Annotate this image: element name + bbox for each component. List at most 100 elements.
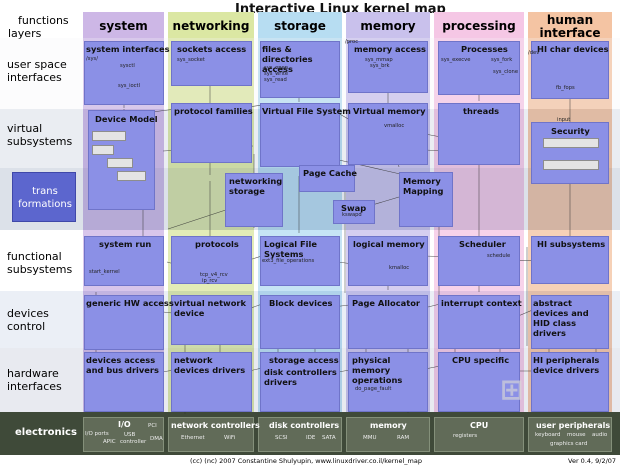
corner-layers: layers: [8, 27, 42, 40]
box-processes: [438, 41, 520, 95]
electronics-ide: IDE: [306, 435, 316, 441]
label-schedule: schedule: [487, 253, 511, 259]
label-disk-controllers-drivers: disk controllers drivers: [264, 367, 337, 387]
label-proc: /proc: [345, 39, 359, 45]
electronics-sata: SATA: [322, 435, 336, 441]
label-protocol-families: protocol families: [174, 106, 253, 116]
box-physical-memory-operations: [348, 352, 428, 412]
column-header-human-interface: human interface: [539, 13, 601, 40]
box-page-allocator: [348, 295, 428, 349]
label-logical-memory: logical memory: [353, 239, 425, 249]
box-virtual-network-device: [171, 295, 252, 345]
row-header-functional-subsystems: functional subsystems: [7, 250, 73, 276]
label-dev: /dev: [528, 50, 540, 56]
label-device-model: Device Model: [95, 114, 158, 124]
box-swap: [333, 200, 375, 224]
electronics-memory: memory: [370, 421, 407, 430]
box-hi-char-devices: [531, 41, 609, 99]
label-virtual-file-system: Virtual File System: [262, 106, 351, 116]
label-hi-char-devices: HI char devices: [537, 44, 609, 54]
electronics-ethernet: Ethernet: [181, 435, 205, 441]
electronics-controller: controller: [120, 439, 147, 445]
label-scheduler: Scheduler: [459, 239, 506, 249]
label-ip-rcv: ip_rcv: [202, 278, 218, 284]
label-generic-hw-access: generic HW access: [86, 298, 174, 308]
box-files-directories-access: [260, 41, 340, 98]
row-header-devices-control: devices control: [7, 307, 49, 333]
label-cpu-specific: CPU specific: [452, 355, 510, 365]
label-sys-brk: sys_brk: [370, 63, 390, 69]
label-storage-access: storage access: [269, 355, 339, 365]
label-sysctl: sysctl: [120, 63, 135, 69]
electronics-apic: APIC: [103, 439, 116, 445]
label-memory-mapping: Memory Mapping: [403, 176, 444, 196]
label-fb-fops: fb_fops: [556, 85, 575, 91]
box-threads: [438, 103, 520, 165]
electronics-dma: DMA: [150, 436, 163, 442]
watermark-icon: ⊞: [500, 373, 524, 406]
box-cpu-specific: [438, 352, 520, 412]
box-network-devices-drivers: [171, 352, 252, 412]
electronics-io-ports: I/O ports: [85, 431, 109, 437]
box-hi-peripherals: [531, 352, 609, 412]
footer-version: Ver 0.4, 9/2/07: [568, 457, 617, 465]
label-sockets-access: sockets access: [177, 44, 247, 54]
footer-credit: (cc) (nc) 2007 Constantine Shulyupin, ww…: [190, 457, 422, 465]
label-input: input: [557, 117, 571, 123]
box-memory-access: [348, 41, 428, 93]
label-interrupt-context: interrupt context: [441, 298, 522, 308]
electronics-network-card: [168, 417, 254, 452]
box-block-devices: [260, 295, 340, 349]
label-system-run: system run: [99, 239, 152, 249]
electronics-keyboard: keyboard: [535, 432, 561, 438]
label-start-kernel: start_kernel: [89, 269, 120, 275]
label-swap: Swap: [341, 203, 367, 213]
label-ext3-file-operations: ext3_file_operations: [262, 258, 315, 264]
label-files-directories-access: files & directories access: [262, 44, 313, 74]
electronics-mouse: mouse: [567, 432, 586, 438]
column-header-networking: networking: [172, 19, 250, 33]
small-box-subsystem: [92, 131, 126, 141]
electronics-usb: USB: [124, 432, 136, 438]
label-sys-open: sys_open: [264, 65, 289, 71]
label-networking-storage: networking storage: [229, 176, 283, 196]
box-sockets-access: [171, 41, 252, 86]
electronics-disk-controllers: disk controllers: [269, 421, 340, 430]
label-virtual-network-device: virtual network device: [174, 298, 247, 318]
label-sys: /sys/: [86, 56, 98, 62]
electronics-pci: PCI: [148, 423, 157, 429]
electronics-io-card: [83, 417, 164, 452]
label-hi-subsystems: HI subsystems: [537, 239, 606, 249]
box-system-run: [84, 236, 164, 286]
electronics-cpu-card: [434, 417, 524, 452]
label-sys-execve: sys_execve: [441, 57, 471, 63]
box-logical-file-systems: [260, 236, 340, 286]
row-header-user-space: user space interfaces: [7, 58, 67, 84]
column-header-system: system: [99, 19, 148, 33]
label-sys-mmap: sys_mmap: [365, 57, 393, 63]
box-networking-storage: [225, 173, 283, 227]
label-block-devices: Block devices: [269, 298, 333, 308]
label-abstract-devices: abstract devices and HID class drivers: [533, 298, 589, 338]
row-header-transformations-box: trans formations: [12, 172, 76, 222]
label-sys-ioctl: sys_ioctl: [118, 83, 141, 89]
box-storage-access: [260, 352, 340, 412]
label-physical-memory-operations: physical memory operations: [352, 355, 403, 385]
electronics-scsi: SCSI: [275, 435, 288, 441]
corner-functions: functions: [18, 14, 69, 27]
box-page-cache: [299, 165, 355, 192]
label-memory-access: memory access: [354, 44, 426, 54]
label-sys-clone: sys_clone: [493, 69, 519, 75]
box-hi-subsystems: [531, 236, 609, 284]
label-virtual-memory: Virtual memory: [353, 106, 426, 116]
box-protocols: [171, 236, 252, 284]
electronics-memory-card: [346, 417, 430, 452]
electronics-user-peripherals: user peripherals: [536, 421, 611, 430]
column-header-memory: memory: [360, 19, 416, 33]
row-header-hardware-interfaces: hardware interfaces: [7, 367, 62, 393]
electronics-user-peripherals-card: [528, 417, 612, 452]
label-processes: Processes: [461, 44, 508, 54]
label-logical-file-systems: Logical File Systems: [264, 239, 318, 259]
small-box-selinux-ops: [543, 160, 599, 170]
